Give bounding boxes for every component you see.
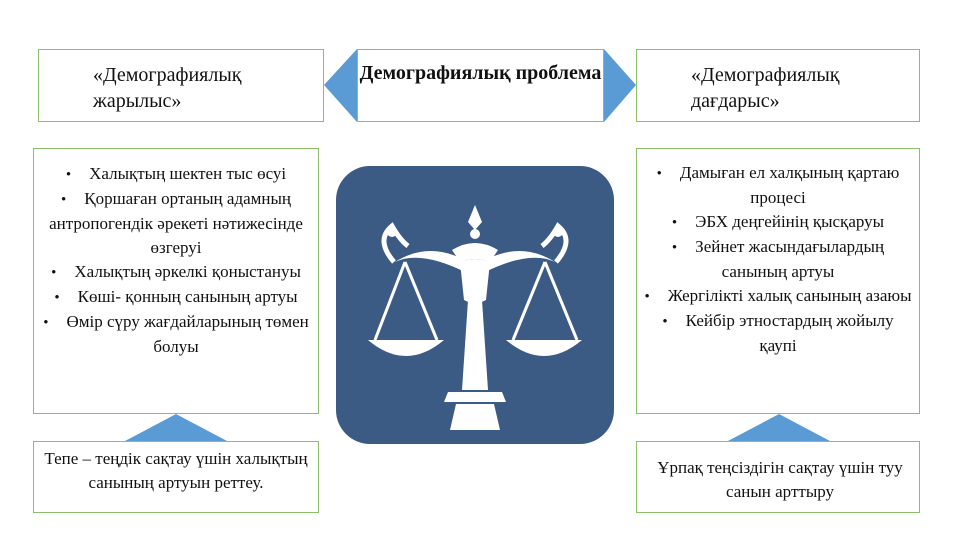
left-up-arrow-shape [125,414,227,441]
list-item: •Қоршаған ортаның адамның антропогендік … [49,189,303,257]
list-item: •Өмір сүру жағдайларының төмен болуы [43,312,309,356]
left-arrow-shape [324,49,357,122]
bullet-icon: • [656,166,662,182]
right-list-box: •Дамыған ел халқының қартаю процесі •ЭБХ… [636,148,920,414]
list-item: •Көші- қонның санының артуы [54,287,298,306]
scales-of-justice-icon [336,166,614,444]
left-footer-box: Тепе – теңдік сақтау үшін халықтың санын… [33,441,319,513]
bullet-icon: • [65,167,72,183]
left-list-box: •Халықтың шектен тыс өсуі •Қоршаған орта… [33,148,319,414]
right-footer-box: Ұрпақ теңсіздігін сақтау үшін туу санын … [636,441,920,513]
bullet-icon: • [43,315,49,331]
bullet-icon: • [51,265,57,281]
right-arrow-shape [604,49,636,122]
list-item: •Дамыған ел халқының қартаю процесі [656,163,900,207]
right-header-box: «Демографиялық дағдарыс» [636,49,920,122]
left-header-box: «Демографиялық жарылыс» [38,49,324,122]
bullet-icon: • [671,240,678,256]
list-item: •Халықтың әркелкі қоныстануы [51,262,301,281]
center-header-text: Демографиялық проблема [359,62,602,84]
list-item: •Жергілікті халық санының азаюы [644,286,912,305]
list-item: •ЭБХ деңгейінің қысқаруы [671,212,885,231]
left-footer-text: Тепе – теңдік сақтау үшін халықтың санын… [44,449,308,492]
bullet-icon: • [662,314,668,330]
right-up-arrow-shape [728,414,830,441]
left-header-text: «Демографиялық жарылыс» [93,64,242,112]
bullet-icon: • [54,290,60,306]
list-item: •Зейнет жасындағылардың санының артуы [671,237,885,281]
list-item: •Кейбір этностардың жойылу қаупі [662,311,894,355]
bullet-icon: • [644,289,650,305]
bullet-icon: • [671,215,678,231]
right-footer-text: Ұрпақ теңсіздігін сақтау үшін туу санын … [657,458,903,501]
right-header-text: «Демографиялық дағдарыс» [691,64,840,112]
center-header-box: Демографиялық проблема [357,49,604,122]
list-item: •Халықтың шектен тыс өсуі [65,164,287,183]
bullet-icon: • [60,192,67,208]
